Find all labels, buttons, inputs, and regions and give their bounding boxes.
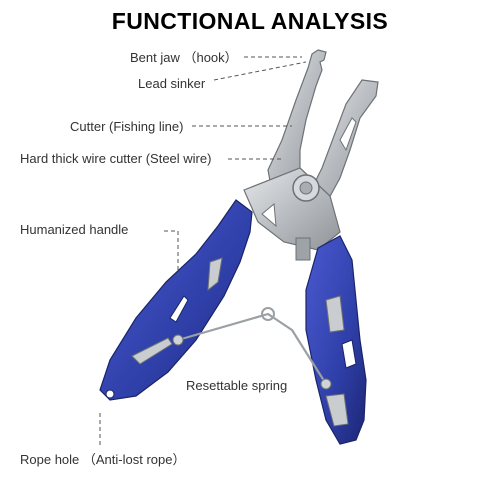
label-rope-hole: Rope hole （Anti-lost rope） (20, 452, 186, 467)
right-handle (305, 235, 367, 445)
right-handle-lower-insert (325, 393, 349, 427)
label-lead-sinker: Lead sinker (138, 76, 206, 91)
page-title: FUNCTIONAL ANALYSIS (111, 8, 389, 34)
label-cutter: Cutter (Fishing line) (70, 119, 184, 134)
jaw-slot (339, 117, 357, 152)
label-handle: Humanized handle (20, 222, 129, 237)
label-spring: Resettable spring (186, 378, 288, 393)
spring-eye (261, 307, 275, 321)
spring-wire (177, 312, 327, 385)
right-handle-insert (325, 295, 345, 333)
right-handle-cutout (341, 339, 357, 369)
label-wire-cutter: Hard thick wire cutter (Steel wire) (20, 151, 212, 166)
left-handle-lower-insert (131, 337, 173, 365)
wire-cutter-notch (261, 203, 277, 228)
spring-rivet-right (320, 378, 332, 390)
rope-hole (105, 389, 115, 399)
label-bent-jaw: Bent jaw （hook） (130, 50, 238, 65)
left-handle-insert (207, 257, 223, 292)
spring-rivet-left (172, 334, 184, 346)
left-handle (99, 199, 253, 401)
left-handle-cutout (169, 295, 189, 323)
leader-lines (99, 56, 307, 448)
lock-tab (295, 237, 311, 261)
